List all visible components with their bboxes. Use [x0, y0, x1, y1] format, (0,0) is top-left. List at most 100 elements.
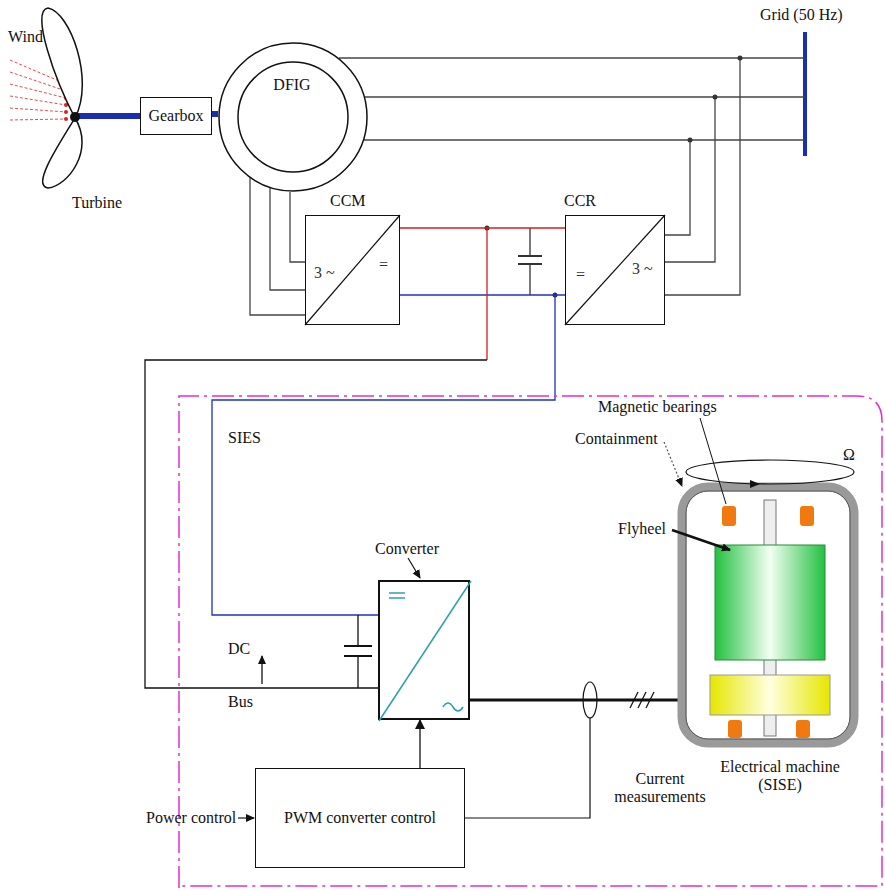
- part-label: Containment: [575, 430, 658, 448]
- drawing-part: [750, 480, 760, 488]
- part-label: Grid (50 Hz): [760, 6, 843, 24]
- drawing-part: [357, 615, 358, 646]
- drawing-part: [365, 96, 805, 97]
- node-outline: [218, 42, 368, 192]
- drawing-part: [646, 692, 654, 708]
- line-stroke: [10, 96, 66, 105]
- bearing: [728, 720, 742, 738]
- drawing-part: [665, 58, 740, 295]
- line-stroke: [389, 597, 405, 599]
- bearing: [796, 720, 810, 738]
- part-label: Bus: [228, 693, 253, 711]
- circle-stroke: [219, 43, 367, 191]
- drawing-part: [339, 57, 805, 58]
- path-stroke: [443, 703, 463, 711]
- generator-circle: DFIG: [218, 42, 368, 192]
- part-label: Ω: [843, 446, 855, 464]
- drawing-part: [583, 682, 597, 718]
- part-label: DC: [228, 640, 250, 658]
- port-symbol: =: [379, 256, 388, 274]
- drawing-part: [664, 442, 682, 486]
- machine: [710, 675, 830, 715]
- converter-box: Converter: [378, 580, 470, 720]
- line-stroke: [10, 119, 66, 120]
- drawing-part: [713, 95, 718, 100]
- bearing: [722, 506, 736, 526]
- drawing-part: [465, 718, 590, 818]
- drawing-part: [665, 140, 690, 235]
- drawing-part: [344, 655, 372, 657]
- converter-box: CCR3 ~=: [565, 215, 665, 325]
- line-stroke: [10, 84, 66, 98]
- converter-box: Gearbox: [140, 97, 212, 135]
- node-label: CCR: [564, 192, 596, 210]
- line-stroke: [10, 108, 66, 112]
- connector: [400, 227, 565, 228]
- line-stroke: [565, 215, 665, 325]
- part-label: Wind: [8, 28, 43, 46]
- blade: [43, 118, 82, 188]
- node-label: CCM: [330, 192, 366, 210]
- drawing-part: [529, 264, 530, 295]
- node-label: Converter: [375, 540, 439, 558]
- drawing-part: [270, 188, 305, 290]
- node-label: SIES: [228, 429, 261, 447]
- connector: [212, 111, 218, 117]
- node-label: PWM converter control: [270, 809, 450, 827]
- line-stroke: [305, 215, 400, 325]
- connector: [290, 192, 305, 262]
- drawing-part: [686, 491, 850, 739]
- rotation: [686, 460, 854, 484]
- containment: [682, 487, 854, 743]
- rotor-wires: [250, 178, 305, 315]
- part-label: Flyheel: [618, 520, 666, 538]
- converter-box: PWM converter control: [255, 768, 465, 868]
- node-outline: [379, 581, 471, 721]
- port-symbol: 3 ~: [314, 264, 335, 282]
- drawing-part: [470, 699, 712, 702]
- connector: [419, 720, 420, 768]
- part-label: Magnetic bearings: [598, 398, 717, 416]
- drawing-part: [518, 255, 542, 257]
- drawing-part: [738, 56, 743, 61]
- circle-stroke: [238, 62, 348, 172]
- drawing-part: [672, 530, 730, 550]
- line-stroke: [389, 592, 405, 594]
- drawing-part: [518, 263, 542, 265]
- wind-dot: [64, 110, 68, 114]
- line-stroke: [379, 581, 471, 721]
- wind-dot: [64, 117, 68, 121]
- shaft: [75, 113, 140, 119]
- drawing-part: [700, 418, 726, 504]
- flywheel-unit: [664, 418, 854, 743]
- grid-bus: [803, 32, 807, 156]
- drawing-part: [238, 817, 254, 818]
- part-label: Power control: [146, 809, 236, 827]
- drawing-part: [344, 645, 372, 647]
- turbine: [42, 8, 83, 188]
- drawing-part: [630, 692, 638, 708]
- converter-box: CCM=3 ~: [305, 215, 400, 325]
- blade: [42, 8, 83, 118]
- system-region: SIES ConverterPWM converter control: [178, 395, 883, 888]
- path-stroke: [179, 396, 882, 888]
- drawing-part: [212, 295, 555, 615]
- node-label: Gearbox: [148, 107, 203, 125]
- drawing-part: [665, 97, 715, 262]
- drawing-part: [261, 656, 262, 684]
- drawing-part: [638, 692, 646, 708]
- part-label: Electrical machine (SISE): [705, 758, 855, 794]
- drawing-part: [364, 139, 805, 140]
- drawing-part: [400, 294, 565, 295]
- drawing-part: [250, 178, 305, 315]
- part-label: Turbine: [72, 194, 122, 212]
- drawing-part: [408, 558, 420, 578]
- drawing-part: [486, 228, 487, 360]
- hub: [70, 112, 80, 122]
- bearing: [800, 506, 814, 526]
- port-symbol: =: [576, 266, 585, 284]
